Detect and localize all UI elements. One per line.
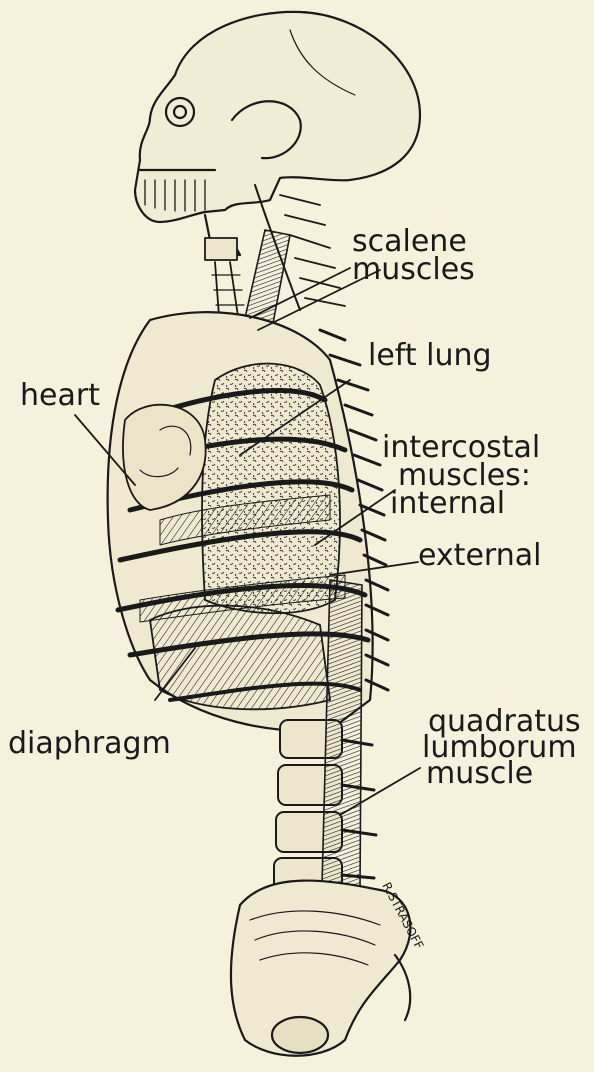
skull	[135, 12, 420, 255]
label-heart: heart	[20, 382, 100, 410]
label-left-lung: left lung	[368, 342, 492, 370]
quadratus-band	[322, 580, 362, 890]
pelvis	[231, 881, 410, 1056]
label-external: external	[418, 542, 541, 570]
label-scalene-line2: muscles	[352, 256, 475, 284]
label-quadratus-line3: muscle	[426, 760, 533, 788]
diaphragm-dome	[150, 606, 330, 710]
label-intercostal-line3: internal	[390, 490, 505, 518]
label-diaphragm: diaphragm	[8, 730, 171, 758]
